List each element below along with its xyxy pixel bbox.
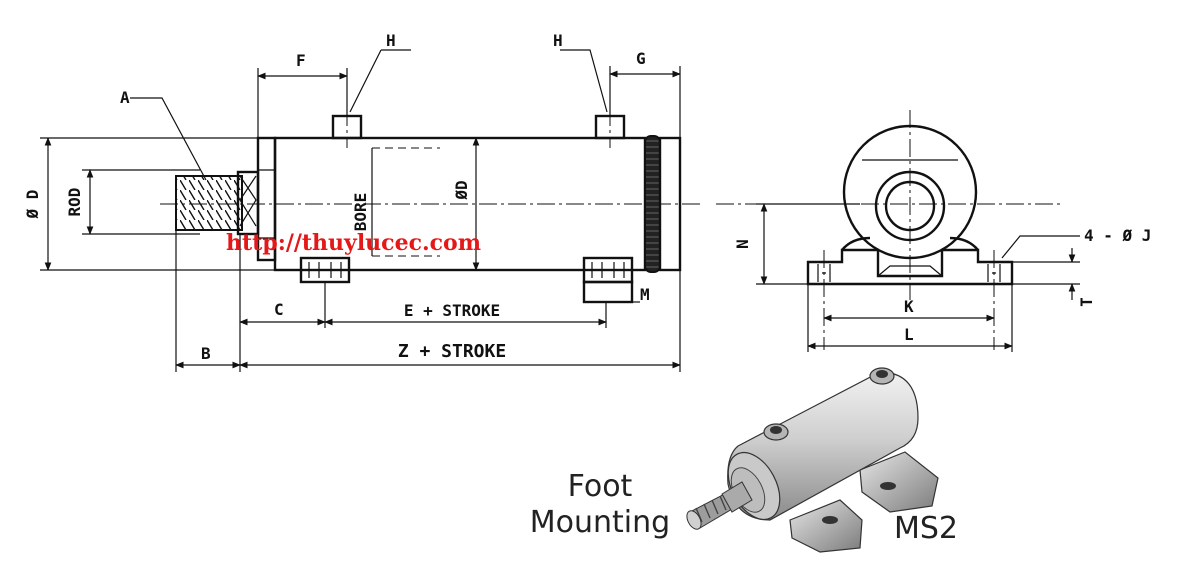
caption-mounting: Mounting: [530, 505, 670, 540]
label-h-rear: H: [553, 31, 563, 50]
label-dia-d-body: ØD: [452, 180, 471, 200]
label-n: N: [733, 239, 752, 249]
caption-foot: Foot: [568, 469, 633, 504]
port-boss-outer: [874, 170, 946, 242]
leader-holes: [1001, 235, 1080, 259]
label-h-front: H: [386, 31, 396, 50]
label-b: B: [201, 344, 211, 363]
rear-cap-knurl: [644, 135, 661, 273]
rod-nut-3d: [721, 481, 753, 513]
label-g: G: [636, 49, 646, 68]
side-view: Ø D ROD A F H H G BORE ØD M: [23, 31, 700, 372]
label-k: K: [904, 297, 914, 316]
cylinder-3d-illustration: [686, 367, 939, 553]
foot-3d-front: [789, 499, 863, 553]
label-holes: 4 - Ø J: [1084, 226, 1151, 245]
label-m: M: [640, 285, 650, 304]
label-a: A: [120, 88, 130, 107]
caption-model: MS2: [894, 511, 958, 546]
end-view: N 4 - Ø J T K L: [716, 110, 1151, 352]
dim-dia-d-left: Ø D: [23, 190, 42, 220]
watermark-url: http://thuylucec.com: [226, 230, 481, 256]
end-body-circle: [842, 124, 978, 260]
dim-rod: ROD: [65, 188, 84, 217]
label-e-stroke: E + STROKE: [404, 301, 500, 320]
leader-h-rear: [560, 49, 608, 113]
label-z-stroke: Z + STROKE: [398, 341, 506, 362]
label-bore: BORE: [351, 193, 370, 232]
rod-nut: [236, 170, 260, 236]
port-boss-inner: [884, 180, 936, 232]
foot-3d-rear: [859, 451, 939, 513]
label-t: T: [1077, 297, 1096, 307]
foot-rear: [582, 256, 634, 304]
label-l: L: [904, 325, 914, 344]
rod-thread: [175, 175, 243, 231]
label-f: F: [296, 51, 306, 70]
leader-a: [130, 97, 207, 181]
leader-h-front: [349, 49, 411, 113]
rear-end-cap: [658, 136, 682, 272]
label-c: C: [274, 300, 284, 319]
